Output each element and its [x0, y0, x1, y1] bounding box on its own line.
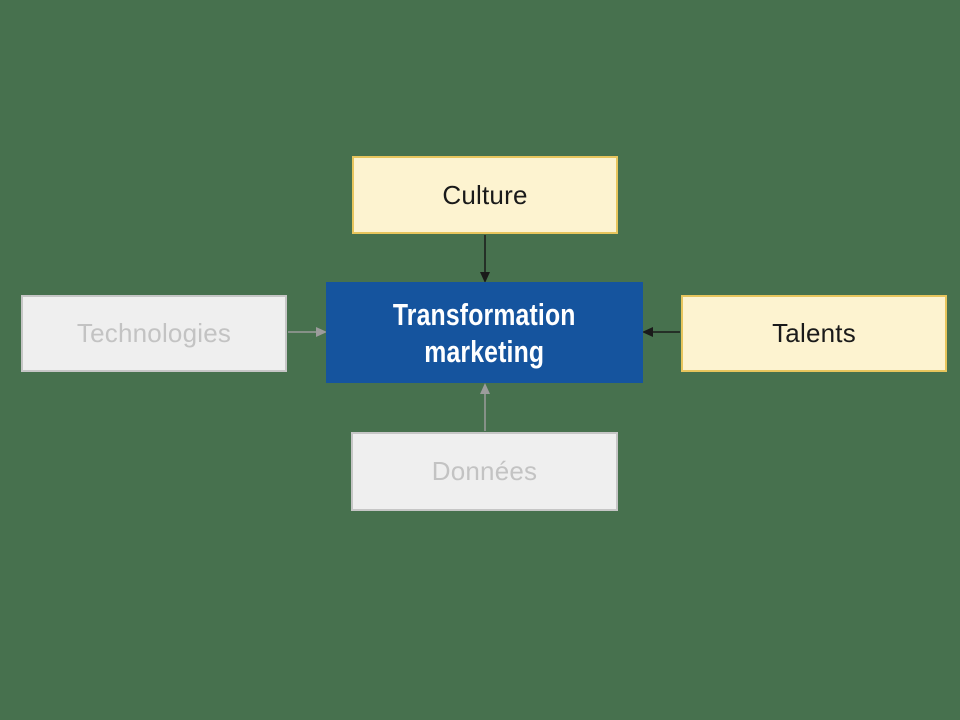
arrow-culture-to-center: [480, 235, 490, 283]
arrow-talents-to-center: [642, 327, 680, 337]
node-donnees: Données: [351, 432, 618, 511]
arrow-donnees-to-center: [480, 383, 490, 431]
node-culture: Culture: [352, 156, 618, 234]
node-talents-label: Talents: [772, 318, 856, 348]
node-culture-label: Culture: [442, 179, 528, 210]
node-technologies: Technologies: [21, 295, 287, 372]
arrow-technologies-to-center: [288, 327, 327, 337]
node-talents: Talents: [681, 295, 947, 372]
center-label-line1: Transformation: [393, 296, 576, 332]
node-transformation-marketing: Transformation marketing: [326, 282, 643, 383]
node-transformation-marketing-label: Transformation marketing: [393, 296, 576, 370]
node-technologies-label: Technologies: [76, 318, 232, 348]
node-donnees-label: Données: [431, 456, 538, 486]
center-label-line2: marketing: [424, 333, 545, 369]
